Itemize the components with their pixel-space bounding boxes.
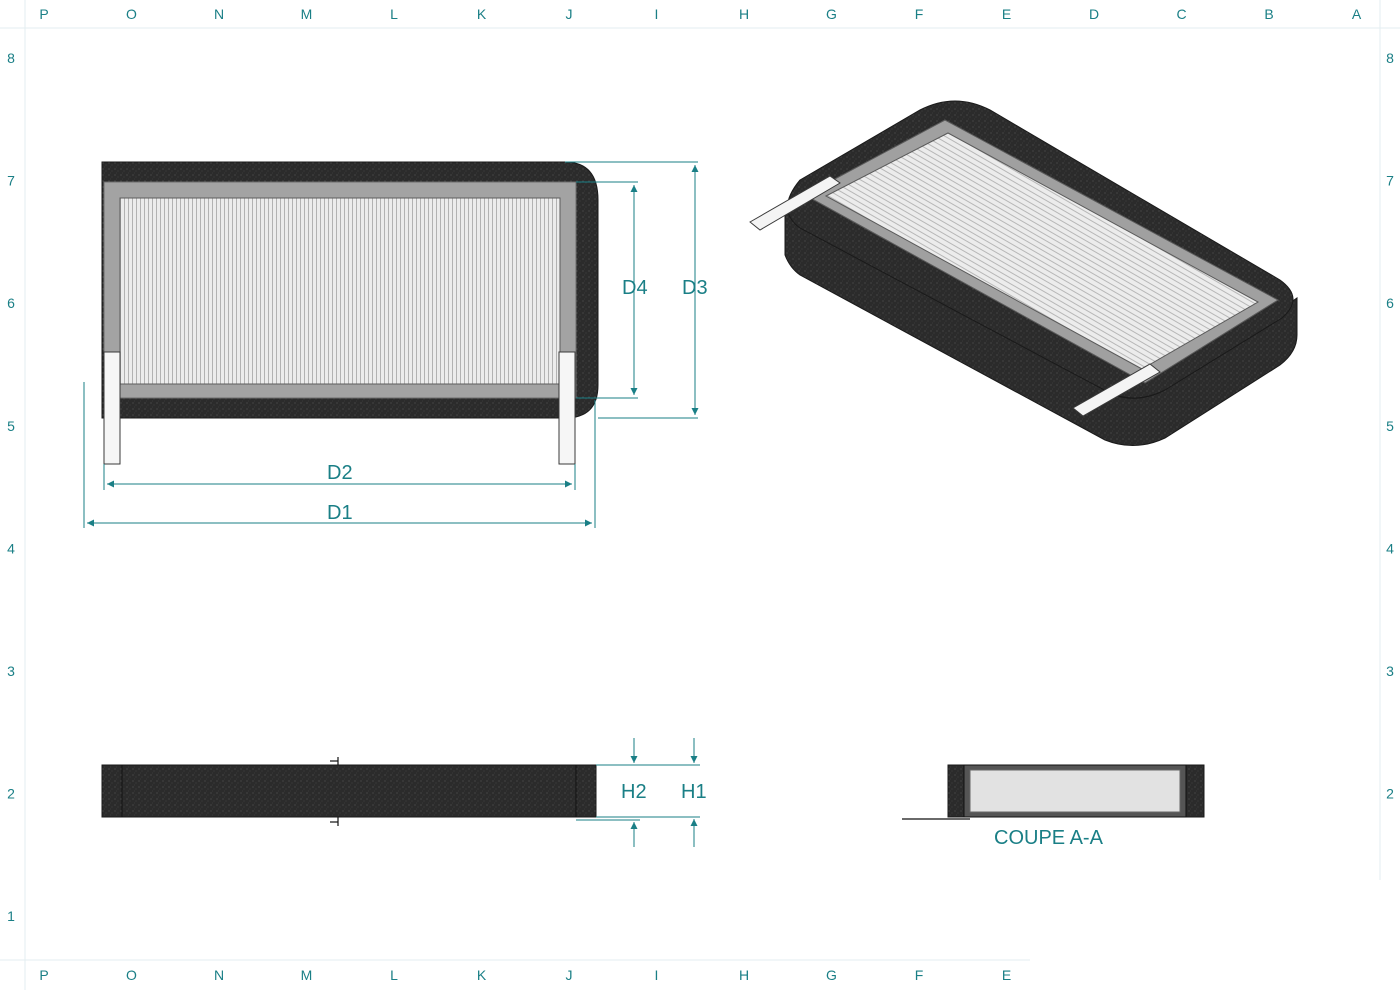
front-view [101,161,599,465]
section-a-a-view [902,764,1205,820]
row-label-right: 7 [1386,173,1394,189]
column-label-bottom: I [655,967,659,983]
row-label-right: 6 [1386,295,1394,311]
column-label-top: K [477,6,487,22]
pull-tab-left [103,351,121,465]
row-label-right: 8 [1386,50,1394,66]
column-label-top: G [826,6,837,22]
row-label-right: 5 [1386,418,1394,434]
column-label-top: C [1176,6,1186,22]
iso-pleated-media [824,132,1260,370]
column-label-bottom: M [301,967,313,983]
column-label-top: A [1352,6,1362,22]
front-dimensions [83,161,699,528]
side-dimensions [576,738,700,847]
column-label-top: J [566,6,573,22]
isometric-view [749,100,1298,446]
column-label-top: E [1002,6,1011,22]
row-label-left: 4 [7,540,15,556]
row-label-left: 6 [7,295,15,311]
column-label-bottom: J [566,967,573,983]
column-label-top: M [301,6,313,22]
section-marker [330,757,339,826]
column-label-bottom: P [39,967,48,983]
section-a-a-label: COUPE A-A [994,827,1104,849]
d3-label: D3 [682,277,708,299]
row-label-left: 3 [7,663,15,679]
column-label-bottom: L [390,967,398,983]
column-label-bottom: H [739,967,749,983]
column-label-top: F [915,6,924,22]
column-label-bottom: G [826,967,837,983]
row-label-left: 1 [7,908,15,924]
column-label-top: P [39,6,48,22]
row-label-right: 2 [1386,786,1394,802]
row-label-left: 7 [7,173,15,189]
iso-pull-tab-bottom [1072,363,1161,417]
left-row-labels: 8 7 6 5 4 3 2 1 [7,50,15,924]
column-label-top: O [126,6,137,22]
column-label-top: N [214,6,224,22]
row-label-left: 8 [7,50,15,66]
row-label-right: 3 [1386,663,1394,679]
h2-label: H2 [621,781,647,803]
section-media [969,769,1181,813]
side-foam-body [101,764,597,818]
row-label-left: 2 [7,786,15,802]
h1-label: H1 [681,781,707,803]
d2-label: D2 [327,462,353,484]
column-label-top: L [390,6,398,22]
column-label-bottom: N [214,967,224,983]
column-label-bottom: E [1002,967,1011,983]
column-label-top: I [655,6,659,22]
right-row-labels: 8 7 6 5 4 3 2 [1386,50,1394,802]
column-label-top: H [739,6,749,22]
column-label-bottom: F [915,967,924,983]
column-label-top: D [1089,6,1099,22]
pleated-media [119,197,561,385]
column-label-top: B [1264,6,1273,22]
row-label-right: 4 [1386,540,1394,556]
pull-tab-right [558,351,576,465]
side-view [101,757,597,826]
section-label-clip: COUPE A-A [994,827,1104,849]
iso-pull-tab-top [749,175,841,231]
row-label-left: 5 [7,418,15,434]
d4-label: D4 [622,277,648,299]
column-label-bottom: K [477,967,487,983]
column-label-bottom: O [126,967,137,983]
d1-label: D1 [327,502,353,524]
